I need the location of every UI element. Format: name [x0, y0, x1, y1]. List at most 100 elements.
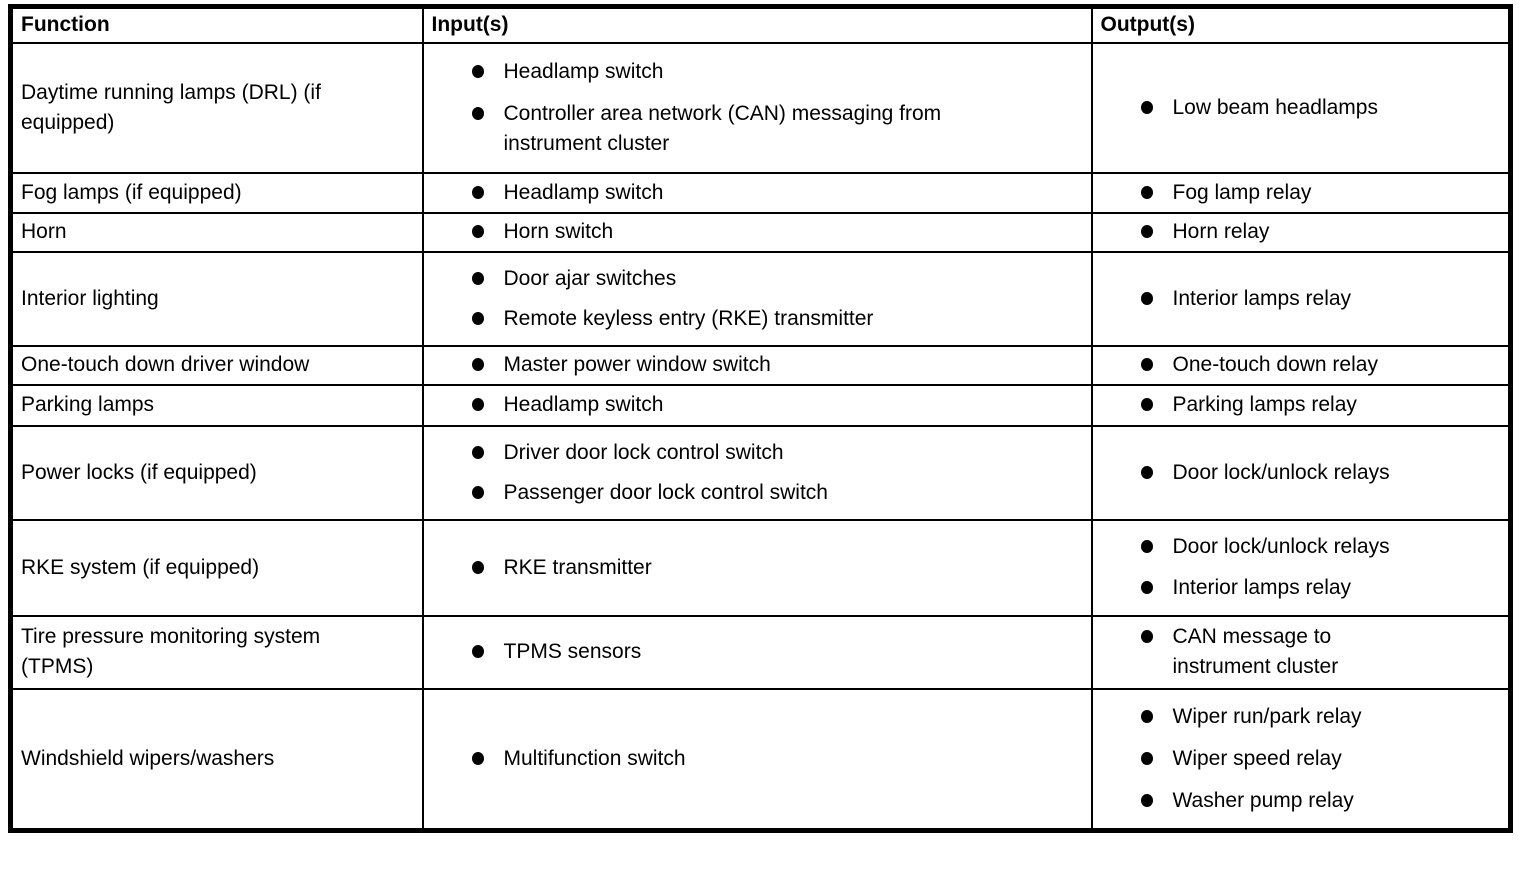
bullet-icon	[471, 485, 484, 499]
function-label: Power locks (if equipped)	[21, 460, 257, 484]
input-cell: RKE transmitter	[421, 518, 1093, 617]
input-item-text: Door ajar switches	[503, 266, 677, 290]
output-list: One-touch down relay	[1094, 348, 1509, 383]
bullet-icon	[1140, 709, 1153, 723]
bullet-icon	[1140, 793, 1153, 807]
output-item-text: Washer pump relay	[1172, 788, 1354, 812]
input-item-text: Remote keyless entry (RKE) transmitter	[503, 306, 874, 330]
function-cell: Horn	[9, 211, 424, 253]
output-item: Low beam headlamps	[1140, 93, 1503, 123]
bullet-icon	[471, 751, 484, 765]
input-item: Door ajar switches	[471, 264, 1085, 294]
header-row: Function Input(s) Output(s)	[9, 5, 1512, 44]
input-list: Multifunction switch	[425, 691, 1090, 828]
bullet-icon	[471, 560, 484, 574]
output-list: Low beam headlamps	[1094, 45, 1509, 171]
function-cell: Fog lamps (if equipped)	[9, 171, 424, 214]
bullet-icon	[471, 106, 484, 120]
output-item: Door lock/unlock relays	[1140, 458, 1503, 488]
input-item-text: Headlamp switch	[503, 59, 664, 83]
table-row: Horn Horn switch Horn relay	[9, 211, 1512, 253]
bullet-icon	[471, 64, 484, 78]
input-item-text: Multifunction switch	[503, 746, 686, 770]
bullet-icon	[1140, 358, 1153, 371]
bullet-icon	[471, 311, 484, 325]
output-item-text: Horn relay	[1172, 220, 1270, 243]
table-row: Parking lamps Headlamp switch Parking lamp…	[9, 383, 1512, 427]
input-item-text: Horn switch	[503, 220, 614, 243]
table-row: RKE system (if equipped) RKE transmitter D…	[9, 518, 1512, 617]
function-label: Parking lamps	[21, 393, 155, 416]
output-item-text: Interior lamps relay	[1172, 286, 1352, 310]
table-row: Daytime running lamps (DRL) (if equipped…	[9, 41, 1512, 174]
input-item: Headlamp switch	[471, 390, 1085, 420]
input-item-text: Controller area network (CAN) messaging …	[503, 101, 942, 155]
function-cell: Power locks (if equipped)	[9, 424, 424, 521]
output-list: Fog lamp relay	[1094, 175, 1509, 211]
output-item: Door lock/unlock relays	[1140, 532, 1503, 562]
input-list: Horn switch	[425, 215, 1090, 250]
table-row: Fog lamps (if equipped) Headlamp switch Fo…	[9, 171, 1512, 214]
input-item: TPMS sensors	[471, 637, 1085, 667]
input-item: Controller area network (CAN) messaging …	[471, 99, 1085, 159]
input-cell: Horn switch	[421, 211, 1093, 253]
bullet-icon	[1140, 540, 1153, 554]
output-cell: Low beam headlamps	[1090, 41, 1512, 174]
output-item: Parking lamps relay	[1140, 390, 1503, 420]
input-cell: Master power window switch	[421, 344, 1093, 386]
input-item: Horn switch	[471, 217, 1085, 247]
input-list: Master power window switch	[425, 348, 1090, 383]
output-cell: Door lock/unlock relays	[1090, 424, 1512, 521]
bullet-icon	[471, 445, 484, 459]
bullet-icon	[1140, 185, 1153, 199]
output-item: Interior lamps relay	[1140, 284, 1503, 314]
input-item: Passenger door lock control switch	[471, 478, 1085, 508]
input-item-text: Master power window switch	[503, 353, 771, 376]
bullet-icon	[471, 398, 484, 411]
output-item: Wiper run/park relay	[1140, 702, 1503, 732]
output-item-text: CAN message to instrument cluster	[1172, 625, 1339, 678]
function-label: RKE system (if equipped)	[21, 555, 260, 579]
input-list: Headlamp switch	[425, 387, 1090, 424]
output-item: Horn relay	[1140, 217, 1503, 247]
output-item: Fog lamp relay	[1140, 178, 1503, 208]
function-label: Tire pressure monitoring system (TPMS)	[21, 625, 321, 678]
column-header-outputs: Output(s)	[1090, 5, 1512, 44]
output-list: Door lock/unlock relays	[1094, 428, 1509, 518]
output-cell: Interior lamps relay	[1090, 250, 1512, 347]
function-label: Interior lighting	[21, 286, 159, 310]
input-item-text: Driver door lock control switch	[503, 440, 784, 464]
bullet-icon	[471, 225, 484, 238]
input-item-text: Passenger door lock control switch	[503, 480, 829, 504]
function-label: Horn	[21, 220, 67, 243]
bullet-icon	[1140, 630, 1153, 643]
function-cell: Interior lighting	[9, 250, 424, 347]
input-list: Headlamp switch	[425, 175, 1090, 211]
function-label: Fog lamps (if equipped)	[21, 180, 242, 204]
input-cell: Multifunction switch	[421, 687, 1093, 832]
output-item-text: Door lock/unlock relays	[1172, 535, 1390, 559]
table-row: One-touch down driver window Master power…	[9, 344, 1512, 386]
output-list: CAN message to instrument cluster	[1094, 618, 1509, 687]
output-list: Parking lamps relay	[1094, 387, 1509, 424]
output-item-text: Parking lamps relay	[1172, 393, 1357, 416]
function-cell: Tire pressure monitoring system (TPMS)	[9, 614, 424, 690]
input-item-text: TPMS sensors	[503, 640, 642, 663]
input-item: Master power window switch	[471, 350, 1085, 380]
bullet-icon	[1140, 291, 1153, 305]
output-item-text: Wiper run/park relay	[1172, 704, 1362, 728]
table-row: Tire pressure monitoring system (TPMS) TP…	[9, 614, 1512, 690]
input-item: Headlamp switch	[471, 178, 1085, 208]
output-cell: Fog lamp relay	[1090, 171, 1512, 214]
function-label: Windshield wipers/washers	[21, 746, 275, 770]
function-label: One-touch down driver window	[21, 353, 310, 376]
function-label: Daytime running lamps (DRL) (if equipped…	[21, 80, 321, 134]
output-cell: Horn relay	[1090, 211, 1512, 253]
bullet-icon	[1140, 225, 1153, 238]
